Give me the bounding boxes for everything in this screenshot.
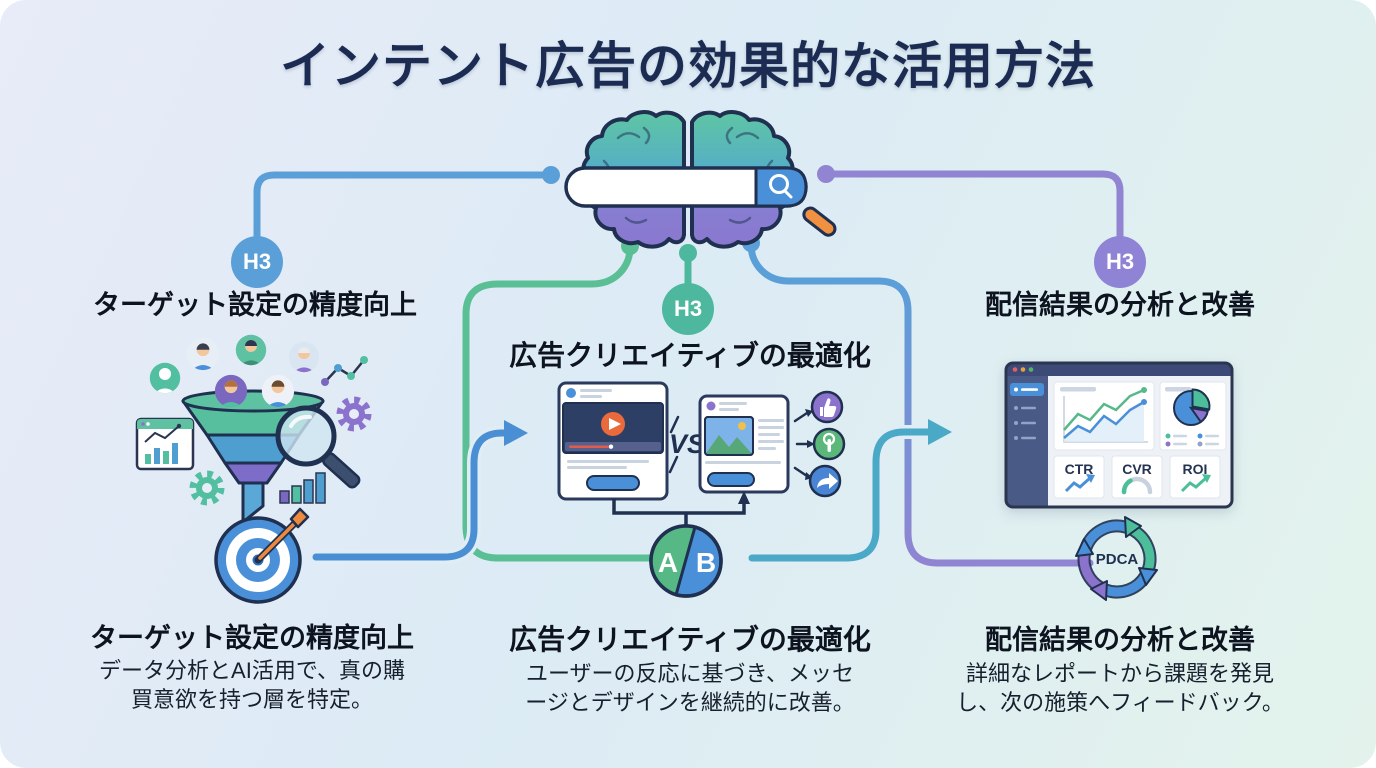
dashboard-illustration: CTR CVR ROI xyxy=(1004,361,1234,509)
pdca-cycle-icon: PDCA xyxy=(1075,516,1158,601)
bottom-heading-targeting: ターゲット設定の精度向上 xyxy=(90,623,414,653)
line-to-right-badge xyxy=(822,170,1124,242)
connector-dot-right xyxy=(817,165,835,183)
bottom-heading-creative: 広告クリエイティブの最適化 xyxy=(509,624,871,655)
main-title: インテント広告の効果的な活用方法 xyxy=(280,38,1096,94)
h3-badge-analysis: H3 xyxy=(1094,236,1146,288)
search-button xyxy=(754,166,808,208)
image-thumbnail-icon xyxy=(704,416,754,456)
thumbs-up-icon xyxy=(810,390,844,424)
line-chart-card xyxy=(1053,381,1155,451)
arrowhead-teal xyxy=(928,419,952,445)
metric-card-cvr: CVR xyxy=(1111,455,1163,499)
connector-dot-left xyxy=(542,166,560,184)
description-targeting: データ分析とAI活用で、真の購 買意欲を持つ層を特定。 xyxy=(37,656,467,714)
brain-search-illustration xyxy=(564,110,837,249)
bottom-heading-analysis: 配信結果の分析と改善 xyxy=(985,625,1255,655)
line-brain-to-ab xyxy=(462,244,654,562)
bar-chart-window-icon xyxy=(135,417,195,471)
description-line: データ分析とAI活用で、真の購 xyxy=(99,658,405,683)
line-to-left-badge xyxy=(253,171,555,242)
svg-text:ROI: ROI xyxy=(1183,461,1208,477)
ad-card-image xyxy=(698,394,790,494)
line-brain-to-pdca xyxy=(747,241,1094,567)
metric-card-ctr: CTR xyxy=(1053,455,1105,499)
svg-text:PDCA: PDCA xyxy=(1096,551,1139,568)
targeting-illustration xyxy=(135,330,372,604)
section-heading-creative: 広告クリエイティブの最適化 xyxy=(509,340,871,371)
section-heading-analysis: 配信結果の分析と改善 xyxy=(985,290,1255,320)
click-icon xyxy=(812,427,846,461)
description-line: ージとデザインを継続的に改善。 xyxy=(525,690,855,715)
cta-button xyxy=(707,472,755,487)
description-analysis: 詳細なレポートから課題を発見 し、次の施策へフィードバック。 xyxy=(905,659,1335,717)
share-icon xyxy=(808,464,842,498)
gear-icon xyxy=(189,470,225,506)
creative-illustration: VS xyxy=(557,381,846,598)
line-chart-icon xyxy=(321,356,368,386)
svg-text:B: B xyxy=(696,547,716,578)
sidebar-items xyxy=(1014,406,1036,440)
svg-text:A: A xyxy=(658,547,678,578)
magnifier-handle-icon xyxy=(802,206,837,237)
description-line: し、次の施策へフィードバック。 xyxy=(956,690,1284,715)
svg-text:CTR: CTR xyxy=(1065,461,1094,477)
bar-chart-icon xyxy=(279,472,326,504)
arrow-ab-to-dashboard xyxy=(748,428,934,562)
section-heading-targeting: ターゲット設定の精度向上 xyxy=(93,290,417,320)
ad-card-video xyxy=(557,381,669,501)
description-line: 詳細なレポートから課題を発見 xyxy=(965,661,1274,686)
search-icon xyxy=(769,174,793,199)
h3-badge-targeting: H3 xyxy=(231,236,283,288)
pie-chart-card xyxy=(1159,381,1227,451)
window-frame xyxy=(1004,361,1234,509)
metric-card-roi: ROI xyxy=(1169,455,1221,499)
avatar-woman xyxy=(236,335,266,369)
pie-legend xyxy=(1165,433,1219,447)
arrow-target-to-creative xyxy=(312,429,510,561)
avatar-elder xyxy=(289,342,319,376)
target-icon xyxy=(214,507,310,604)
description-creative: ユーザーの反応に基づき、メッセ ージとデザインを継続的に改善。 xyxy=(475,659,905,717)
description-line: ユーザーの反応に基づき、メッセ xyxy=(525,661,855,686)
magnifier-icon xyxy=(275,405,361,489)
connector-dot-center xyxy=(679,244,697,262)
description-line: 買意欲を持つ層を特定。 xyxy=(130,687,373,712)
reaction-arrows xyxy=(793,409,815,480)
ab-test-icon: A B xyxy=(649,524,723,598)
cta-button xyxy=(586,475,640,491)
gear-icon xyxy=(336,396,372,432)
window-titlebar xyxy=(1006,363,1232,376)
avatar-man xyxy=(187,338,219,375)
arrowhead-blue xyxy=(504,420,528,446)
svg-text:CVR: CVR xyxy=(1122,461,1152,477)
person-icon xyxy=(150,363,180,397)
h3-badge-creative: H3 xyxy=(662,283,714,335)
